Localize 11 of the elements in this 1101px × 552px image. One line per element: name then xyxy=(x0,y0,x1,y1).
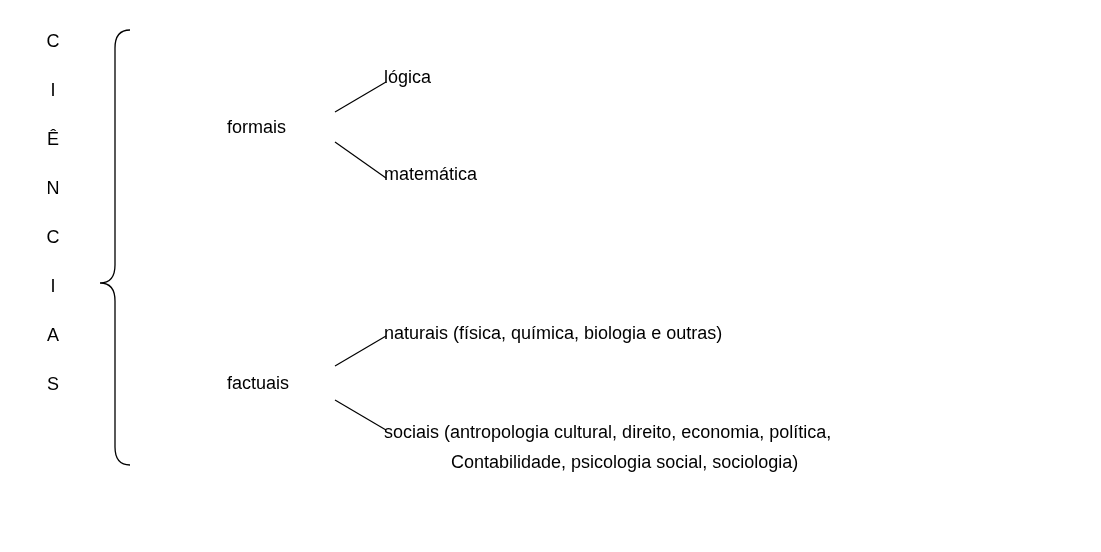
category-label: matemática xyxy=(384,163,478,185)
category-label: naturais (física, química, biologia e outras) xyxy=(384,322,723,344)
category-label: sociais (antropologia cultural, direito, economia, política, Contabilidade, psicologia social, sociologia) xyxy=(384,421,833,474)
connector-line xyxy=(334,81,387,113)
vertical-title: CIÊNCIAS xyxy=(46,30,60,396)
connector-line xyxy=(334,141,387,179)
category-label: factuais xyxy=(227,372,290,394)
connector-line xyxy=(334,335,387,367)
category-label: lógica xyxy=(384,66,432,88)
connector-line xyxy=(334,399,387,431)
category-label: formais xyxy=(227,116,286,138)
